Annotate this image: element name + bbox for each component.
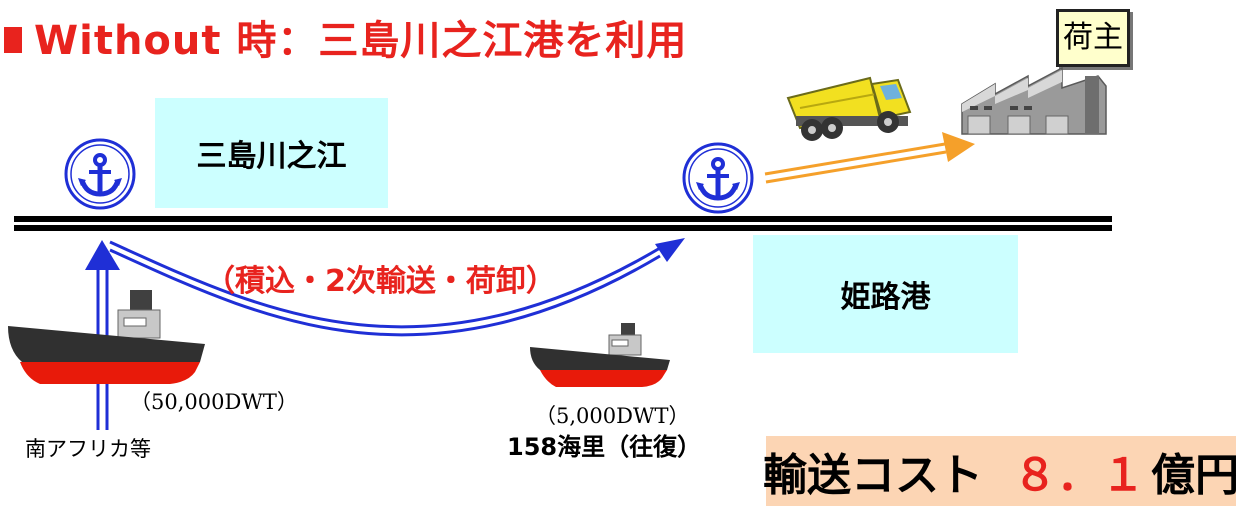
anchor-icon — [682, 142, 754, 214]
coastline — [14, 216, 1112, 231]
truck-route-arrow — [764, 132, 975, 184]
page-title: Without 時：三島川之江港を利用 — [34, 18, 688, 64]
cost-value: ８．１ — [1013, 450, 1145, 501]
dump-truck-icon — [786, 76, 912, 141]
shipper-label-box: 荷主 — [1056, 9, 1130, 67]
route-label: （積込・2次輸送・荷卸） — [205, 264, 556, 299]
small-ship-icon — [530, 323, 670, 387]
coastal-route-line — [109, 238, 685, 337]
port-mishima-label: 三島川之江 — [155, 98, 388, 208]
title-marker — [4, 27, 22, 53]
anchor-icon — [64, 138, 136, 210]
origin-label: 南アフリカ等 — [25, 437, 151, 461]
cost-prefix: 輸送コスト — [763, 450, 983, 501]
small-ship-capacity-label: （5,000DWT） — [535, 404, 690, 428]
distance-label: 158海里（往復） — [507, 433, 702, 461]
large-ship-icon — [8, 290, 205, 384]
large-ship-capacity-label: （50,000DWT） — [130, 390, 298, 414]
port-himeji-label: 姫路港 — [753, 235, 1018, 353]
factory-icon — [961, 66, 1107, 135]
transport-cost-box: 輸送コスト ８．１ 億円 — [763, 436, 1239, 506]
cost-unit: 億円 — [1151, 450, 1239, 501]
